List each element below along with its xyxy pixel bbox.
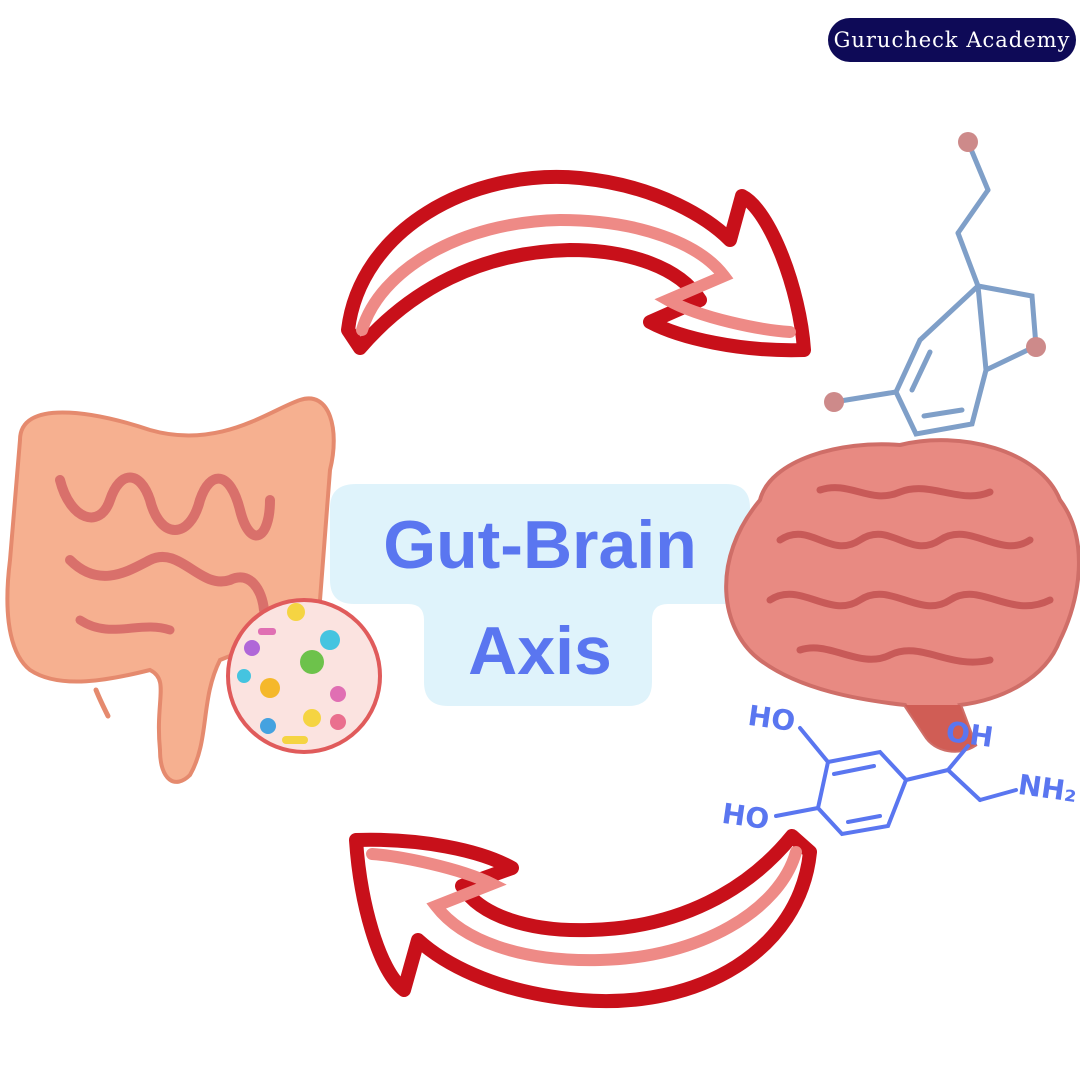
serotonin-atom-ring	[1026, 337, 1046, 357]
cycle-arrow-bottom	[349, 829, 817, 1009]
title-line-1: Gut-Brain	[383, 507, 697, 583]
brain-illustration	[724, 438, 1080, 753]
cycle-arrow-top	[341, 170, 811, 358]
serotonin-molecule	[831, 139, 1039, 437]
label-ho-top: HO	[745, 698, 798, 739]
label-oh: OH	[943, 714, 996, 755]
title-line-2: Axis	[468, 613, 612, 689]
adrenaline-molecule	[774, 726, 1018, 837]
brand-name: Gurucheck Academy	[833, 28, 1071, 52]
label-ho-bottom: HO	[719, 796, 772, 837]
serotonin-atom-top	[958, 132, 978, 152]
microbiome-icon	[226, 598, 382, 754]
intestine-illustration	[5, 396, 336, 784]
serotonin-atom-left	[824, 392, 844, 412]
title-bubble	[330, 484, 750, 706]
brand-badge: Gurucheck Academy	[828, 18, 1076, 62]
